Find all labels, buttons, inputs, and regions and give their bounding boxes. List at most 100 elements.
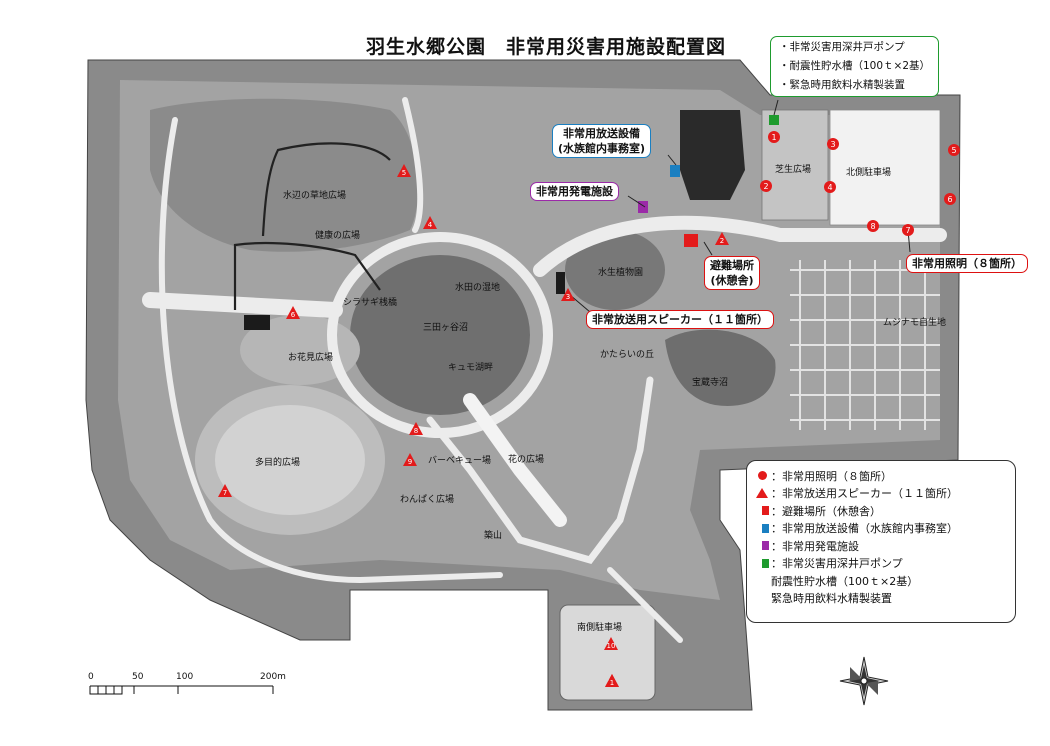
lighting-marker bbox=[902, 224, 914, 236]
lighting-marker bbox=[827, 138, 839, 150]
legend-row: ：非常用放送設備（水族館内事務室） bbox=[755, 520, 1015, 538]
lighting-marker-label: 4 bbox=[827, 183, 832, 192]
label-katarai: かたらいの丘 bbox=[600, 349, 654, 360]
square-icon bbox=[755, 504, 769, 518]
blank-icon bbox=[755, 574, 769, 588]
legend-text: ：避難場所（休憩舎） bbox=[771, 504, 881, 518]
aquarium-building bbox=[680, 110, 745, 200]
speaker-marker bbox=[409, 422, 423, 435]
label-tamokuteki: 多目的広場 bbox=[255, 456, 300, 468]
lighting-marker-label: 5 bbox=[951, 146, 956, 155]
broadcast-marker bbox=[670, 165, 680, 177]
scale-bar-graphic bbox=[89, 685, 274, 695]
lighting-marker-label: 6 bbox=[947, 195, 952, 204]
speaker-marker-label: 1 bbox=[610, 679, 614, 687]
speaker-marker-label: 5 bbox=[402, 169, 406, 177]
lighting-callout: 非常用照明（８箇所） bbox=[906, 254, 1028, 273]
pond-sanda bbox=[350, 255, 530, 415]
legend-row: ：非常放送用スピーカー（１１箇所） bbox=[755, 485, 1015, 503]
building-west bbox=[556, 272, 565, 294]
speaker-marker-label: 3 bbox=[566, 293, 570, 301]
lighting-marker bbox=[867, 220, 879, 232]
legend-row: 耐震性貯水槽（100ｔ×2基） bbox=[755, 572, 1015, 590]
lighting-marker bbox=[824, 181, 836, 193]
legend-text: ：非常用照明（８箇所） bbox=[771, 469, 892, 483]
lighting-marker bbox=[948, 144, 960, 156]
speaker-marker bbox=[605, 674, 619, 687]
legend-text: 耐震性貯水槽（100ｔ×2基） bbox=[771, 574, 919, 588]
speaker-marker bbox=[286, 306, 300, 319]
speaker-marker bbox=[397, 164, 411, 177]
speaker-marker-label: 4 bbox=[428, 221, 433, 229]
label-mizube: 水辺の草地広場 bbox=[283, 189, 346, 201]
trails bbox=[233, 142, 391, 310]
legend-row: ：非常災害用深井戸ポンプ bbox=[755, 555, 1015, 573]
lighting-marker-label: 7 bbox=[905, 226, 910, 235]
callout-tank: ・耐震性貯水槽（100ｔ×2基） bbox=[779, 60, 931, 72]
pond-hozoji bbox=[665, 329, 776, 406]
label-wanpaku: わんぱく広場 bbox=[400, 493, 454, 505]
legend-row: ：非常用照明（８箇所） bbox=[755, 467, 1015, 485]
speaker-marker-label: 6 bbox=[291, 311, 296, 319]
lighting-marker-label: 1 bbox=[771, 133, 776, 142]
place-labels: 水辺の草地広場 健康の広場 シラサギ桟橋 三田ヶ谷沼 お花見広場 水生植物園 水… bbox=[255, 163, 946, 633]
scale-bar: 0 50 100 200m bbox=[88, 672, 298, 702]
legend-text: ：非常用発電施設 bbox=[771, 539, 859, 553]
legend-row: ：避難場所（休憩舎） bbox=[755, 502, 1015, 520]
label-sanda: 三田ヶ谷沼 bbox=[423, 322, 468, 333]
callout-lighting: 非常用照明（８箇所） bbox=[912, 257, 1022, 270]
label-tanbo: 水田の湿地 bbox=[455, 281, 500, 293]
label-kita-parking: 北側駐車場 bbox=[846, 166, 891, 178]
scale-tick-0: 0 bbox=[88, 672, 94, 682]
label-suisei: 水生植物園 bbox=[598, 266, 643, 278]
pond-suisei bbox=[565, 230, 665, 310]
speaker-marker bbox=[561, 288, 575, 301]
water-marker bbox=[769, 115, 779, 125]
marsh-grid bbox=[790, 260, 940, 430]
legend-text: ：非常災害用深井戸ポンプ bbox=[771, 557, 903, 571]
map-legend: ：非常用照明（８箇所） ：非常放送用スピーカー（１１箇所） ：避難場所（休憩舎） ：非… bbox=[746, 460, 1016, 623]
speaker-marker bbox=[423, 216, 437, 229]
scale-tick-100: 100 bbox=[176, 672, 194, 682]
speaker-callout: 非常放送用スピーカー（１１箇所） bbox=[586, 310, 774, 329]
lighting-marker bbox=[760, 180, 772, 192]
label-shirasagi: シラサギ桟橋 bbox=[343, 296, 397, 308]
square-icon bbox=[755, 556, 769, 570]
speaker-marker-label: 2 bbox=[720, 237, 724, 245]
parking-south bbox=[559, 604, 656, 701]
water-facility-callout: ・非常災害用深井戸ポンプ ・耐震性貯水槽（100ｔ×2基） ・緊急時用飲料水精製… bbox=[770, 36, 940, 97]
lighting-marker-label: 2 bbox=[763, 182, 768, 191]
shelter-callout: 避難場所 (休憩舎) bbox=[704, 256, 760, 290]
speaker-marker bbox=[218, 484, 232, 497]
label-shibafu: 芝生広場 bbox=[775, 163, 811, 175]
parking-north bbox=[829, 109, 941, 226]
callout-speaker: 非常放送用スピーカー（１１箇所） bbox=[592, 313, 768, 326]
meadow-nw bbox=[150, 98, 419, 252]
label-yama: 築山 bbox=[484, 529, 502, 541]
label-hana: 花の広場 bbox=[508, 453, 544, 465]
label-kyumo: キュモ湖畔 bbox=[448, 361, 493, 373]
speaker-marker-label: 9 bbox=[408, 458, 412, 466]
circle-icon bbox=[755, 469, 769, 483]
speaker-marker bbox=[715, 232, 729, 245]
lighting-marker-label: 3 bbox=[830, 140, 835, 149]
legend-row: 緊急時用飲料水精製装置 bbox=[755, 590, 1015, 608]
square-icon bbox=[755, 521, 769, 535]
lighting-marker bbox=[768, 131, 780, 143]
label-sugimoto: 宝蔵寺沼 bbox=[692, 376, 728, 388]
paths bbox=[142, 97, 947, 643]
blank-icon bbox=[755, 591, 769, 605]
label-minami-parking: 南側駐車場 bbox=[577, 621, 622, 633]
scale-tick-200: 200m bbox=[260, 672, 286, 682]
square-icon bbox=[755, 539, 769, 553]
shelter-marker bbox=[684, 234, 698, 247]
broadcast-callout: 非常用放送設備 (水族館内事務室) bbox=[552, 124, 652, 158]
legend-text: ：非常放送用スピーカー（１１箇所） bbox=[771, 487, 958, 501]
legend-row: ：非常用発電施設 bbox=[755, 537, 1015, 555]
building-shirasagi bbox=[244, 315, 270, 330]
compass-icon bbox=[839, 656, 889, 706]
lighting-marker-label: 8 bbox=[870, 222, 875, 231]
field-tamokuteki-inner bbox=[215, 405, 365, 515]
speaker-marker bbox=[403, 453, 417, 466]
